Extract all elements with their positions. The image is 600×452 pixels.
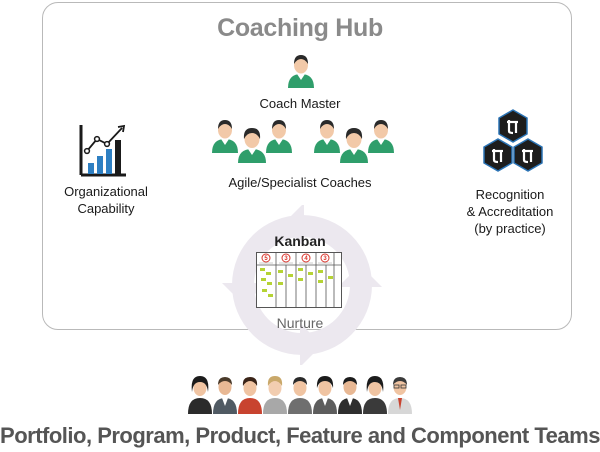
nurture-cycle-icon bbox=[222, 205, 382, 365]
nurture-label: Nurture bbox=[276, 315, 324, 331]
hub-title: Coaching Hub bbox=[217, 14, 383, 42]
wip-limit-1: 5 bbox=[264, 256, 268, 262]
coaches-label: Agile/Specialist Coaches bbox=[228, 175, 372, 190]
teams-footer-label: Portfolio, Program, Product, Feature and… bbox=[0, 423, 600, 448]
wip-limit-4: 3 bbox=[323, 256, 327, 262]
recognition-line2: & Accreditation bbox=[466, 204, 554, 219]
recognition-label: Recognition & Accreditation (by practice… bbox=[450, 186, 570, 237]
accreditation-hexagons-icon bbox=[483, 109, 543, 172]
org-capability-line2: Capability bbox=[77, 201, 135, 216]
kanban-label: Kanban bbox=[274, 233, 326, 249]
org-capability-line1: Organizational bbox=[64, 184, 148, 199]
org-capability-label: Organizational Capability bbox=[46, 183, 166, 217]
coach-master-label: Coach Master bbox=[259, 96, 341, 111]
coach-master-avatar-icon bbox=[288, 55, 314, 88]
recognition-line1: Recognition bbox=[475, 187, 545, 202]
wip-limit-3: 4 bbox=[304, 256, 308, 262]
recognition-line3: (by practice) bbox=[474, 221, 546, 236]
kanban-board-icon: 5 3 4 3 bbox=[256, 252, 342, 308]
coaches-group-right-icon bbox=[314, 120, 394, 163]
wip-limit-2: 3 bbox=[284, 256, 288, 262]
teams-people-icon bbox=[188, 376, 412, 414]
coaches-group-left-icon bbox=[212, 120, 292, 163]
growth-chart-icon bbox=[79, 124, 126, 177]
